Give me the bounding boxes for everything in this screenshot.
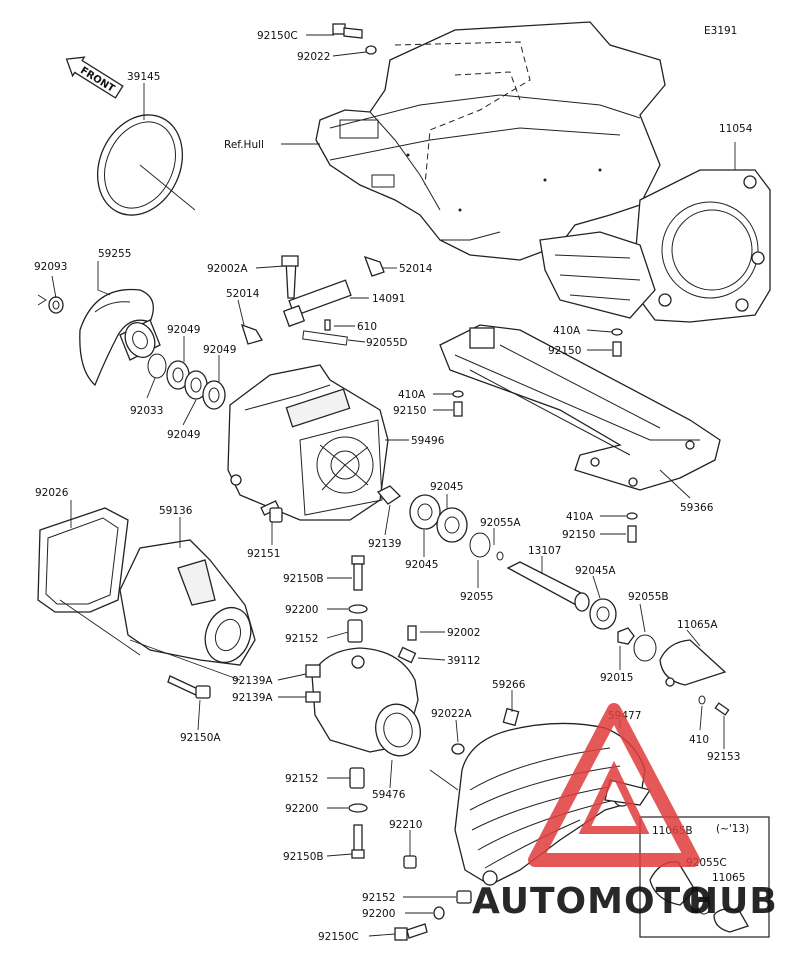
part-label: 92049 [203, 344, 236, 356]
part-label: 59476 [372, 789, 406, 801]
part-label: 92139A [232, 675, 273, 687]
diagram-code: E3191 [704, 25, 737, 37]
part-label: 92150B [283, 573, 324, 585]
part-label: 92045 [405, 559, 438, 571]
part-label: 92200 [285, 803, 318, 815]
hull-reference [315, 21, 666, 261]
part-label: 92045 [430, 481, 463, 493]
part-label: 59136 [159, 505, 193, 517]
part-label: 59266 [492, 679, 526, 691]
part-label: 11065A [677, 619, 718, 631]
impeller-59255 [79, 288, 161, 387]
part-label: 92150C [257, 30, 298, 42]
part-label: 59496 [411, 435, 445, 447]
part-label: 59366 [680, 502, 714, 514]
part-label: 11054 [719, 123, 753, 135]
part-label: 52014 [226, 288, 260, 300]
part-label: 92200 [362, 908, 395, 920]
part-label: 92139A [232, 692, 273, 704]
watermark-text-a: AUTOMOTO [472, 881, 713, 922]
nozzle-59476 [305, 619, 421, 789]
part-label: 92055B [628, 591, 669, 603]
part-label: 92033 [130, 405, 163, 417]
part-label: 39145 [127, 71, 160, 83]
bolt-92151 [260, 500, 283, 523]
leader-lines [51, 34, 736, 937]
part-label: 92002A [207, 263, 248, 275]
part-label: 92139 [368, 538, 401, 550]
part-label: 52014 [399, 263, 433, 275]
part-label: 410A [553, 325, 581, 337]
part-label: 92022A [431, 708, 472, 720]
part-label: 92150 [562, 529, 595, 541]
part-label: 59255 [98, 248, 131, 260]
part-label: 92093 [34, 261, 67, 273]
seals-92049 [147, 353, 226, 410]
inset-note: (~'13) [716, 823, 749, 835]
part-label: 92150 [393, 405, 426, 417]
pump-cover-11054 [539, 169, 771, 323]
part-label: 14091 [372, 293, 405, 305]
cap-92093 [37, 294, 64, 314]
part-label: 92150C [318, 931, 359, 943]
part-label: 13107 [528, 545, 561, 557]
part-label: 92150 [548, 345, 581, 357]
part-label: 92152 [285, 633, 318, 645]
part-label: 92152 [362, 892, 395, 904]
part-label: 92026 [35, 487, 69, 499]
part-label: 92049 [167, 429, 200, 441]
part-label: 92200 [285, 604, 318, 616]
part-label: 92150A [180, 732, 221, 744]
part-label: 410A [398, 389, 426, 401]
small-parts [394, 743, 472, 941]
part-label: 92015 [600, 672, 633, 684]
part-label: 92152 [285, 773, 318, 785]
part-label: 92055 [460, 591, 493, 603]
part-label: 92049 [167, 324, 200, 336]
part-label: 410A [566, 511, 594, 523]
inset-label: 11065 [712, 872, 745, 884]
reverse-bucket-59477 [454, 707, 652, 886]
ring-39145 [96, 114, 196, 216]
part-label: 92210 [389, 819, 422, 831]
watermark-logo [528, 703, 700, 867]
pump-case-59496 [227, 364, 389, 521]
part-label: 92055A [480, 517, 521, 529]
part-label: 92150B [283, 851, 324, 863]
driveshaft-13107 [506, 561, 657, 662]
part-labels: 39145 92150C 92022 11054 92093 59255 920… [34, 30, 753, 943]
part-label: 39112 [447, 655, 480, 667]
reference-label: Ref.Hull [224, 139, 264, 151]
pipe-14091 [240, 255, 385, 346]
gasket-92026 [37, 507, 129, 613]
bolt-92150c-top [332, 23, 377, 55]
part-label: 92022 [297, 51, 330, 63]
bolt-92150a [167, 675, 211, 699]
part-label: 92153 [707, 751, 740, 763]
part-label: 92045A [575, 565, 616, 577]
nozzle-59136 [59, 539, 256, 666]
part-label: 92002 [447, 627, 480, 639]
part-label: 92055D [366, 337, 408, 349]
bolts-92150-410a [452, 328, 638, 543]
front-arrow: FRONT [65, 56, 124, 99]
bolt-92150b-lower [348, 803, 368, 859]
inset-box [639, 816, 770, 938]
bearings-92045 [376, 485, 504, 561]
part-label: 410 [689, 734, 709, 746]
part-label: 92151 [247, 548, 280, 560]
watermark-text-b: HUB [688, 881, 778, 922]
cap-11065a [659, 639, 730, 716]
bracket-59366 [439, 324, 721, 491]
part-label: 610 [357, 321, 377, 333]
bolt-92150b-upper [348, 555, 368, 614]
